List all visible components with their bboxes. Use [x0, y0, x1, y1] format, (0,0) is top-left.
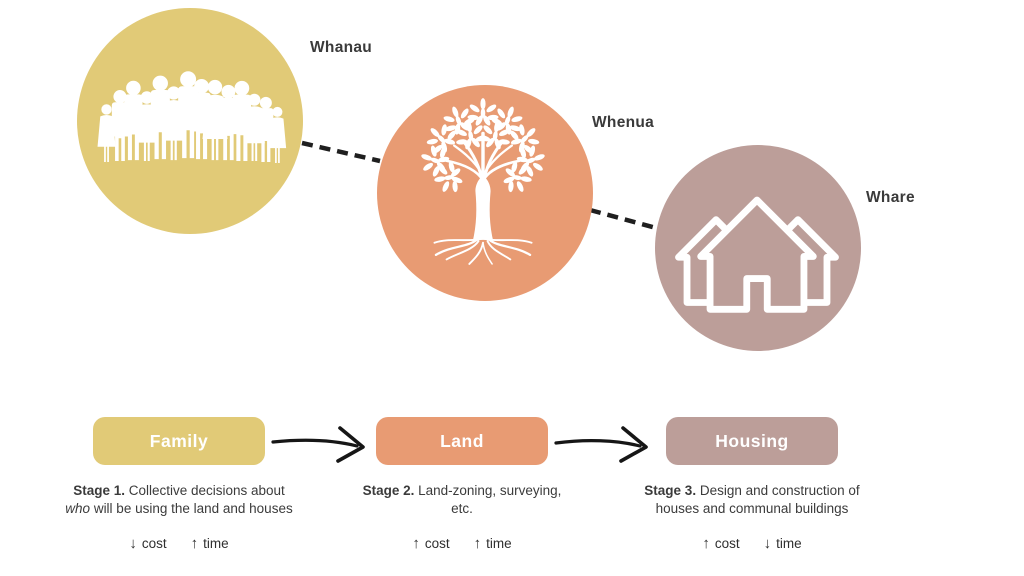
dashed-connector-whenua-whare [589, 207, 661, 232]
whanau-label: Whanau [310, 39, 373, 56]
stage-1-cost-time: ↓ cost ↑ time [39, 535, 319, 552]
stage-2-column: Land Stage 2. Land-zoning, surveying, et… [322, 417, 602, 552]
cost-indicator: ↓ cost [129, 535, 167, 552]
whenua-circle [377, 85, 593, 301]
whenua-label: Whenua [592, 114, 655, 131]
stage-3-label: Stage 3. [644, 483, 697, 498]
stage-2-cost-time: ↑ cost ↑ time [322, 535, 602, 552]
stage-3-description: Stage 3. Design and construction of hous… [644, 483, 860, 516]
time-indicator: ↑ time [473, 535, 512, 552]
stage-3-column: Housing Stage 3. Design and construction… [612, 417, 892, 552]
whare-circle [655, 145, 861, 351]
arrow-up-icon: ↑ [702, 535, 710, 552]
housing-pill: Housing [666, 417, 838, 465]
stage-1-italic: who [65, 501, 91, 516]
dashed-connector-whanau-whenua [301, 140, 381, 164]
tree-icon [415, 98, 551, 265]
stage-1-label: Stage 1. [73, 483, 125, 498]
family-pill: Family [93, 417, 265, 465]
houses-icon [675, 196, 839, 313]
time-indicator: ↑ time [190, 535, 229, 552]
cost-indicator: ↑ cost [702, 535, 740, 552]
arrow-down-icon: ↓ [129, 535, 137, 552]
stage-3-cost-time: ↑ cost ↓ time [612, 535, 892, 552]
stage-1-description: Stage 1. Collective decisions about who … [65, 483, 293, 516]
whare-label: Whare [866, 189, 915, 206]
cost-indicator: ↑ cost [412, 535, 450, 552]
stage-1-column: Family Stage 1. Collective decisions abo… [39, 417, 319, 552]
arrow-up-icon: ↑ [190, 535, 199, 552]
arrow-up-icon: ↑ [473, 535, 482, 552]
whanau-circle [77, 8, 303, 234]
stage-2-label: Stage 2. [362, 483, 415, 498]
stage-2-description: Stage 2. Land-zoning, surveying, etc. [362, 483, 562, 516]
arrow-down-icon: ↓ [763, 535, 772, 552]
time-indicator: ↓ time [763, 535, 802, 552]
people-crowd-icon [97, 71, 287, 163]
land-pill: Land [376, 417, 548, 465]
arrow-up-icon: ↑ [412, 535, 420, 552]
